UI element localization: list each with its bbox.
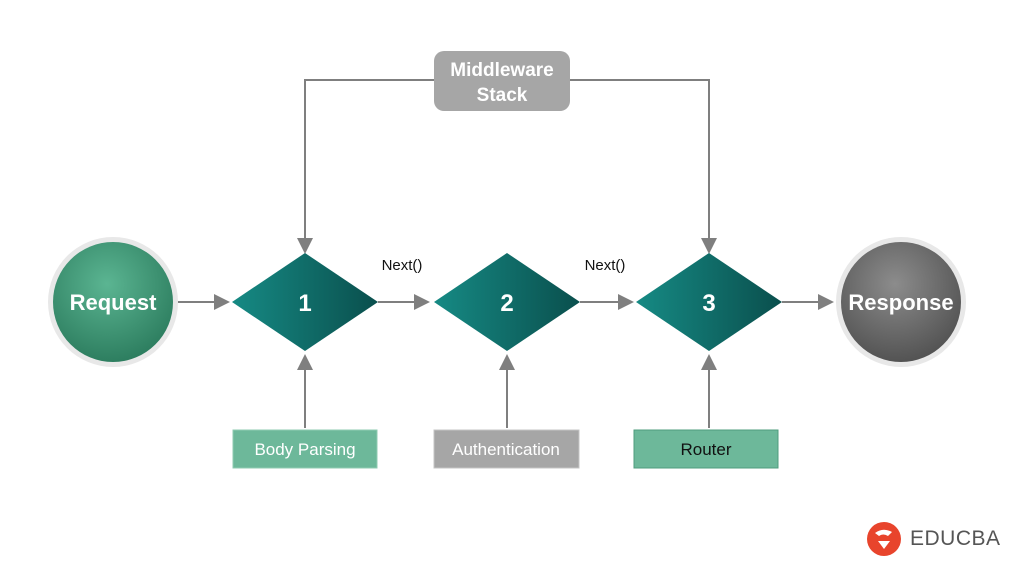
body-parsing-label: Body Parsing	[254, 440, 355, 459]
body-parsing-box: Body Parsing	[232, 429, 378, 469]
request-label: Request	[70, 290, 157, 315]
request-node: Request	[48, 237, 178, 367]
step-1-number: 1	[298, 290, 311, 317]
router-box: Router	[633, 429, 779, 469]
educba-logo: EDUCBA	[866, 518, 1001, 560]
step-3-number: 3	[702, 290, 715, 317]
authentication-box: Authentication	[433, 429, 580, 469]
middleware-stack-line2: Stack	[477, 85, 528, 106]
middleware-stack-line1: Middleware	[450, 60, 553, 81]
step-1-diamond: 1	[232, 253, 378, 351]
educba-logo-icon	[867, 522, 901, 556]
educba-logo-text: EDUCBA	[910, 527, 1001, 550]
step-3-diamond: 3	[636, 253, 782, 351]
middleware-stack-box: Middleware Stack	[434, 51, 570, 111]
next-label-2: Next()	[585, 257, 626, 274]
next-label-1: Next()	[382, 257, 423, 274]
response-node: Response	[836, 237, 966, 367]
step-2-diamond: 2	[434, 253, 580, 351]
router-label: Router	[680, 440, 731, 459]
input-arrows	[297, 354, 717, 428]
stack-connector	[297, 79, 717, 254]
authentication-label: Authentication	[452, 440, 560, 459]
step-2-number: 2	[500, 290, 513, 317]
response-label: Response	[848, 290, 953, 315]
